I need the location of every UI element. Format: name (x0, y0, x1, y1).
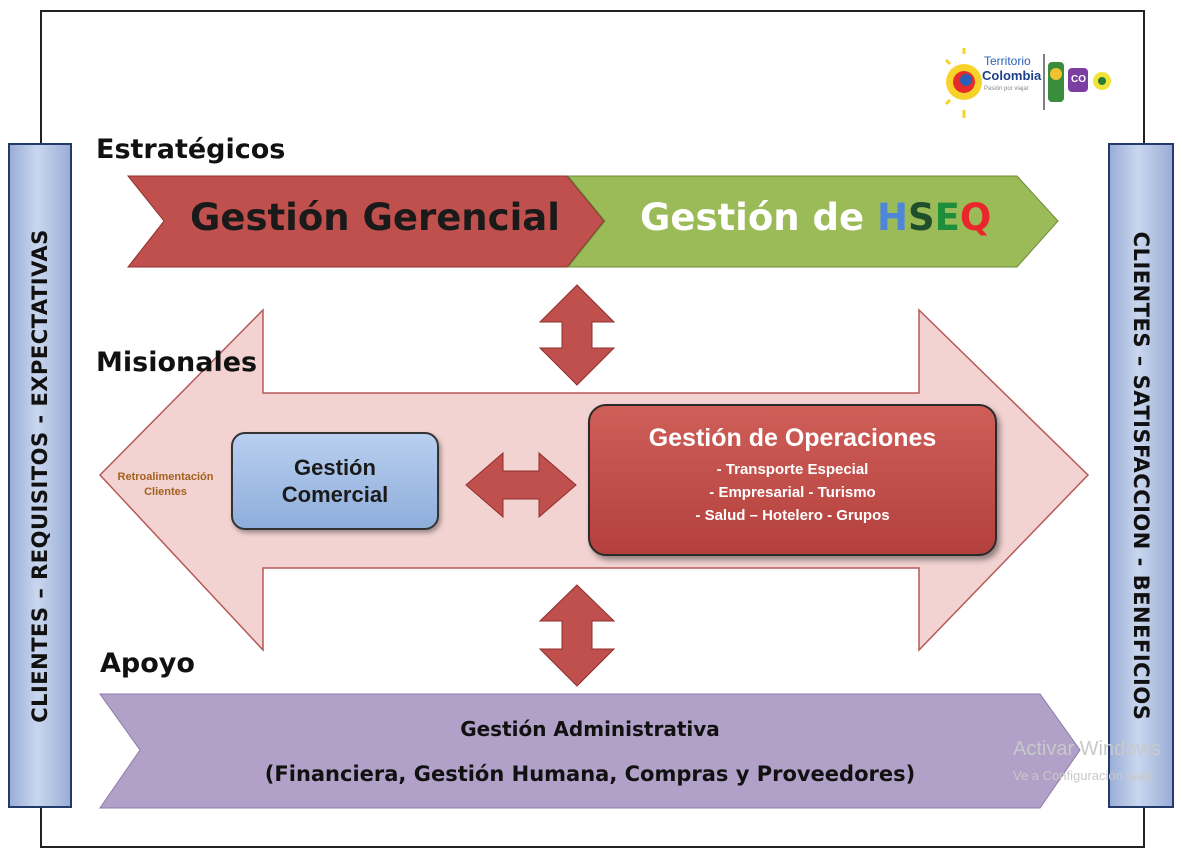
section-label-support: Apoyo (100, 648, 195, 679)
territorio-colombia-logo: Territorio Colombia Pasión por viajar CO (940, 44, 1122, 122)
hseq-letter: Q (959, 196, 992, 239)
hseq-letter: E (934, 196, 960, 239)
strategic-chevron-green (566, 175, 1059, 268)
commercial-management-label: Gestión Comercial (281, 454, 389, 508)
support-detail: (Financiera, Gestión Humana, Compras y P… (264, 762, 916, 786)
co-badge-icon (1068, 68, 1088, 92)
sun-icon (940, 48, 982, 118)
right-sidebar: CLIENTES – SATISFACCION - BENEFICIOS (1108, 143, 1174, 808)
support-title: Gestión Administrativa (460, 717, 720, 741)
vertical-arrow-bottom (538, 584, 616, 687)
operations-title: Gestión de Operaciones (648, 424, 937, 452)
operations-line: - Salud – Hotelero - Grupos (695, 507, 890, 524)
watermark-line2: Ve a Configuración para (1013, 768, 1153, 783)
operations-management-box: Gestión de Operaciones - Transporte Espe… (588, 404, 997, 556)
feedback-label: Retroalimentación Clientes (117, 471, 214, 499)
left-sidebar-label: CLIENTES – REQUISITOS - EXPECTATIVAS (28, 228, 52, 723)
section-label-strategic: Estratégicos (96, 134, 286, 165)
watermark-line1: Activar Windows (1013, 738, 1161, 760)
hseq-letters: HSEQ (877, 196, 991, 239)
hseq-letter: H (876, 196, 908, 239)
logo-badge-text: CO (1071, 74, 1086, 85)
vertical-arrow-top (538, 284, 616, 386)
logo-line2: Colombia (982, 68, 1042, 83)
horizontal-arrow (465, 451, 577, 519)
logo-line1: Territorio (984, 54, 1031, 68)
strategic-chevron-red (126, 175, 605, 268)
section-label-missional: Misionales (96, 347, 258, 378)
support-chevron (99, 693, 1081, 809)
operations-line: - Transporte Especial (716, 461, 869, 478)
operations-line: - Empresarial - Turismo (709, 484, 876, 501)
hseq-prefix: Gestión de (640, 196, 877, 239)
right-sidebar-label: CLIENTES – SATISFACCION - BENEFICIOS (1129, 231, 1153, 720)
hseq-letter: S (907, 196, 935, 239)
logo-graphic (940, 48, 1111, 118)
logo-tagline: Pasión por viajar (984, 86, 1029, 92)
commercial-management-box: Gestión Comercial (231, 432, 439, 530)
strategic-management-label: Gestión Gerencial (190, 196, 560, 239)
left-sidebar: CLIENTES – REQUISITOS - EXPECTATIVAS (8, 143, 72, 808)
strategic-hseq-label: Gestión de HSEQ (640, 196, 991, 239)
